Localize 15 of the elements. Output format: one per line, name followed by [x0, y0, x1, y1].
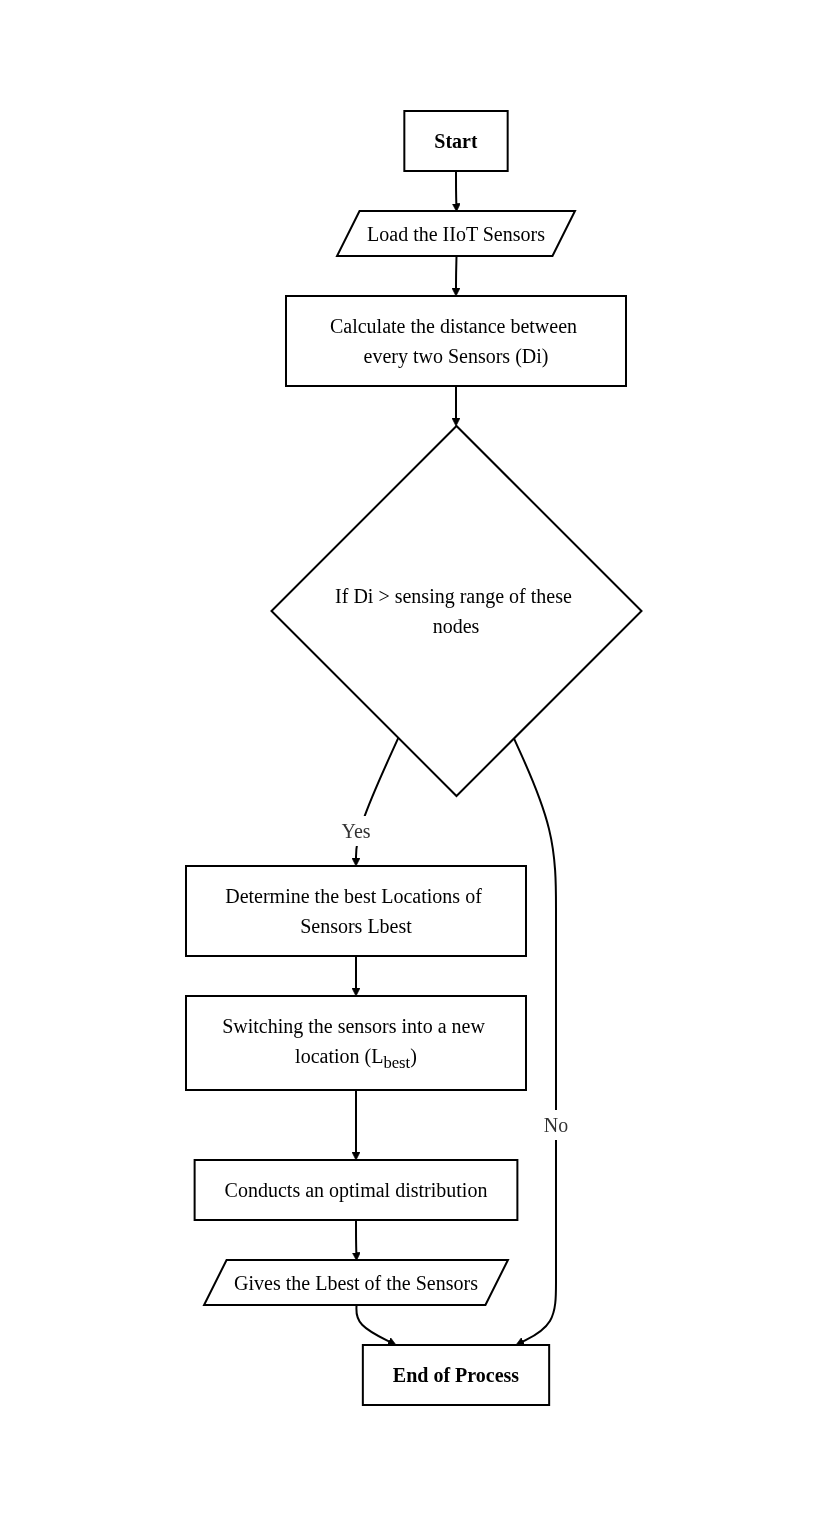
edge-label: Yes — [341, 820, 371, 842]
node-box: End of Process — [362, 1344, 551, 1406]
node-box: Calculate the distance between every two Sensors (Di) — [285, 295, 628, 387]
arrow — [352, 1219, 361, 1261]
node-diamond: If Di > sensing range of these nodes — [270, 424, 644, 798]
node-box: Determine the best Locations of Sensors Lbest — [185, 865, 528, 957]
node-box: Conducts an optimal distribution — [193, 1159, 519, 1221]
edge-label: No — [544, 1114, 569, 1136]
arrow — [513, 737, 558, 1346]
arrow — [452, 170, 461, 212]
arrow — [351, 955, 361, 997]
node-box: Switching the sensors into a new location (L$_{best}$) — [185, 995, 528, 1091]
arrow — [351, 1089, 361, 1161]
node-box: Start — [403, 110, 509, 172]
arrow — [451, 385, 461, 427]
